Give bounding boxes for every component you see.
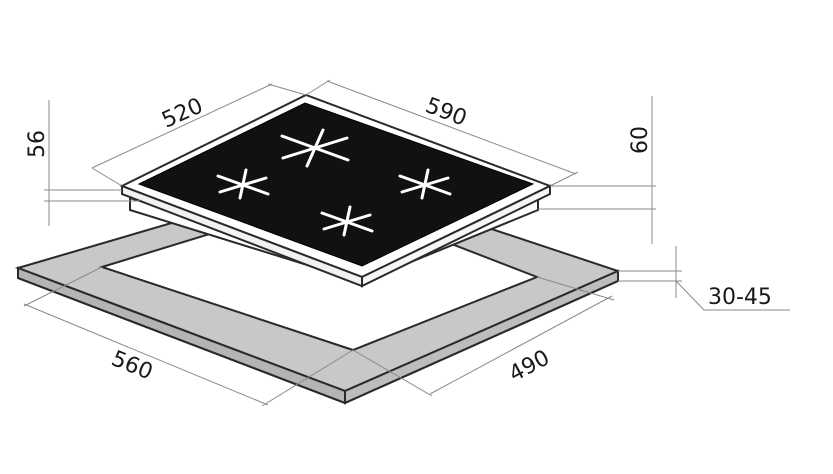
burners — [216, 128, 452, 237]
dimension-hob-height-right: 60 — [538, 96, 656, 244]
burner-front-right — [320, 205, 374, 237]
cutout-depth-label: 490 — [505, 346, 554, 388]
hob-glass-surface — [137, 102, 535, 267]
dimension-worktop-thickness: 30-45 — [618, 246, 790, 311]
dimension-hob-height-left: 56 — [25, 100, 140, 226]
cutout-width-label: 560 — [108, 346, 156, 385]
hob-frame-right-side — [361, 184, 551, 288]
worktop-thickness-label: 30-45 — [708, 285, 772, 310]
burner-back-right — [398, 168, 452, 200]
burner-back-left — [280, 128, 350, 168]
hob-depth-label: 520 — [158, 94, 207, 134]
hob-height-right-label: 60 — [628, 126, 653, 154]
burner-front-left — [216, 168, 270, 200]
hob-height-left-label: 56 — [25, 130, 50, 158]
